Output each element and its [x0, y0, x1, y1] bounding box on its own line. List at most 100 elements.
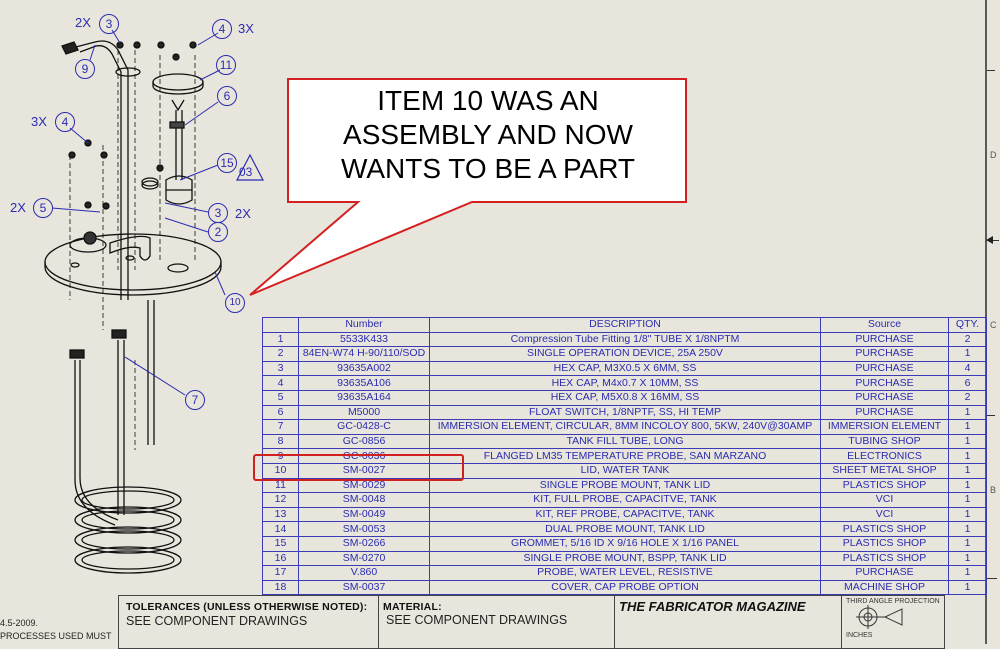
callout-line-2: ASSEMBLY AND NOW: [343, 119, 633, 150]
tolerances-label: TOLERANCES (UNLESS OTHERWISE NOTED):: [126, 601, 368, 613]
note-line-1: 4.5-2009.: [0, 618, 39, 628]
cell-qty: 2: [948, 331, 987, 348]
zone-letter-c: C: [990, 320, 997, 330]
centering-arrow-head: [986, 236, 993, 244]
cell-source: PURCHASE: [820, 331, 949, 348]
cell-number: V.860: [298, 565, 430, 581]
cell-description: SINGLE OPERATION DEVICE, 25A 250V: [429, 346, 821, 362]
cell-qty: 1: [948, 433, 987, 450]
cell-item: 7: [262, 419, 299, 435]
cell-qty: 1: [948, 462, 987, 479]
cell-source: PURCHASE: [820, 389, 949, 406]
fill-tube: [71, 40, 129, 300]
cell-source: PLASTICS SHOP: [820, 535, 949, 552]
cell-description: IMMERSION ELEMENT, CIRCULAR, 8MM INCOLOY…: [429, 419, 821, 435]
item-balloon: 10: [225, 293, 245, 313]
item-balloon: 6: [217, 86, 237, 106]
cell-description: SINGLE PROBE MOUNT, TANK LID: [429, 477, 821, 494]
note-line-2: PROCESSES USED MUST: [0, 631, 112, 641]
cell-description: KIT, REF PROBE, CAPACITVE, TANK: [429, 506, 821, 523]
cell-qty: 1: [948, 419, 987, 435]
cell-description: HEX CAP, M5X0.8 X 16MM, SS: [429, 389, 821, 406]
cell-source: PLASTICS SHOP: [820, 521, 949, 537]
float: [165, 175, 193, 205]
cell-item: 14: [262, 521, 299, 537]
cell-description: KIT, FULL PROBE, CAPACITVE, TANK: [429, 492, 821, 508]
cell-description: LID, WATER TANK: [429, 462, 821, 479]
cell-item: 13: [262, 506, 299, 523]
cell-item: 4: [262, 375, 299, 391]
company-name: THE FABRICATOR MAGAZINE: [619, 599, 806, 614]
cell-number: 84EN-W74 H-90/110/SOD: [298, 346, 430, 362]
cell-number: M5000: [298, 404, 430, 421]
cell-source: PURCHASE: [820, 565, 949, 581]
cell-source: IMMERSION ELEMENT: [820, 419, 949, 435]
callout-line-1: ITEM 10 WAS AN: [377, 85, 599, 116]
cell-number: SM-0266: [298, 535, 430, 552]
cell-description: Compression Tube Fitting 1/8" TUBE X 1/8…: [429, 331, 821, 348]
cell-qty: 1: [948, 535, 987, 552]
revision-number: 03: [239, 165, 253, 179]
cell-description: FLOAT SWITCH, 1/8NPTF, SS, HI TEMP: [429, 404, 821, 421]
cell-qty: 1: [948, 521, 987, 537]
item-balloon: 4: [212, 19, 232, 39]
cell-item: 3: [262, 360, 299, 377]
cell-source: VCI: [820, 492, 949, 508]
cell-number: GC-0428-C: [298, 419, 430, 435]
cell-item: 16: [262, 550, 299, 567]
cell-qty: 6: [948, 375, 987, 391]
cell-source: VCI: [820, 506, 949, 523]
cell-number: 93635A164: [298, 389, 430, 406]
column-header-item: [262, 317, 299, 333]
cell-qty: 1: [948, 579, 987, 596]
cell-item: 6: [262, 404, 299, 421]
cell-number: SM-0037: [298, 579, 430, 596]
table-header-row: Number DESCRIPTION Source QTY.: [262, 317, 987, 333]
tolerances-block: TOLERANCES (UNLESS OTHERWISE NOTED): SEE…: [118, 595, 380, 649]
cell-qty: 1: [948, 448, 987, 464]
cell-qty: 1: [948, 477, 987, 494]
quantity-label: 2X: [75, 15, 91, 30]
material-block: MATERIAL: SEE COMPONENT DRAWINGS: [378, 595, 616, 649]
cell-description: COVER, CAP PROBE OPTION: [429, 579, 821, 596]
cell-qty: 2: [948, 389, 987, 406]
cell-item: 17: [262, 565, 299, 581]
quantity-label: 2X: [10, 200, 26, 215]
column-header-number: Number: [298, 317, 430, 333]
cell-qty: 1: [948, 404, 987, 421]
column-header-description: DESCRIPTION: [429, 317, 821, 333]
quantity-label: 2X: [235, 206, 251, 221]
cell-qty: 1: [948, 565, 987, 581]
cell-source: ELECTRONICS: [820, 448, 949, 464]
item-balloon: 2: [208, 222, 228, 242]
cell-qty: 4: [948, 360, 987, 377]
column-header-source: Source: [820, 317, 949, 333]
callout-line-3: WANTS TO BE A PART: [340, 153, 636, 184]
cell-item: 5: [262, 389, 299, 406]
cell-qty: 1: [948, 550, 987, 567]
item-balloon: 15: [217, 153, 237, 173]
zone-tick: [987, 415, 995, 416]
cell-number: SM-0049: [298, 506, 430, 523]
cell-source: TUBING SHOP: [820, 433, 949, 450]
zone-tick: [987, 578, 997, 579]
callout-bubble: [249, 78, 687, 296]
cell-item: 12: [262, 492, 299, 508]
centering-arrow: [987, 240, 999, 241]
item-balloon: 11: [216, 55, 236, 75]
cell-source: PLASTICS SHOP: [820, 477, 949, 494]
